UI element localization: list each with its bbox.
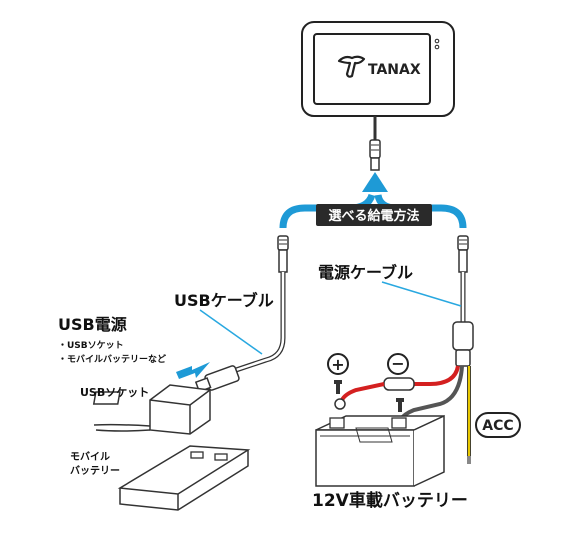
plus-icon: + xyxy=(327,353,349,375)
mobile-battery xyxy=(117,445,251,511)
tanax-logo-icon xyxy=(337,55,366,78)
banner-label: 選べる給電方法 xyxy=(328,208,419,224)
usb-cable xyxy=(194,235,289,393)
usb-socket xyxy=(92,384,211,435)
device-stem-cable xyxy=(369,116,381,171)
usb-power-title: USB電源 xyxy=(58,315,127,334)
car-battery-label: 12V車載バッテリー xyxy=(312,490,468,511)
minus-icon: − xyxy=(387,353,409,375)
usb-cable-label: USBケーブル xyxy=(174,291,274,310)
power-cable-label: 電源ケーブル xyxy=(318,263,413,282)
svg-text:+: + xyxy=(331,355,344,374)
navigation-device: TANAX xyxy=(301,21,455,117)
svg-text:−: − xyxy=(391,354,404,373)
brand-name: TANAX xyxy=(368,62,421,78)
bolt-icons xyxy=(334,380,404,412)
usb-power-item: ・USBソケット xyxy=(58,340,124,351)
mobile-battery-label: モバイル xyxy=(70,451,110,463)
car-battery xyxy=(315,414,445,487)
acc-badge: ACC xyxy=(475,412,521,438)
supply-options-banner: 選べる給電方法 xyxy=(316,204,432,226)
svg-text:ACC: ACC xyxy=(482,418,513,434)
usb-power-item: ・モバイルバッテリーなど xyxy=(58,353,166,365)
callout-lines xyxy=(199,281,462,355)
usb-socket-label: USBソケット xyxy=(80,386,149,399)
insert-arrow-icon xyxy=(176,362,210,379)
power-cable xyxy=(452,235,474,367)
mobile-battery-label: バッテリー xyxy=(70,465,120,477)
